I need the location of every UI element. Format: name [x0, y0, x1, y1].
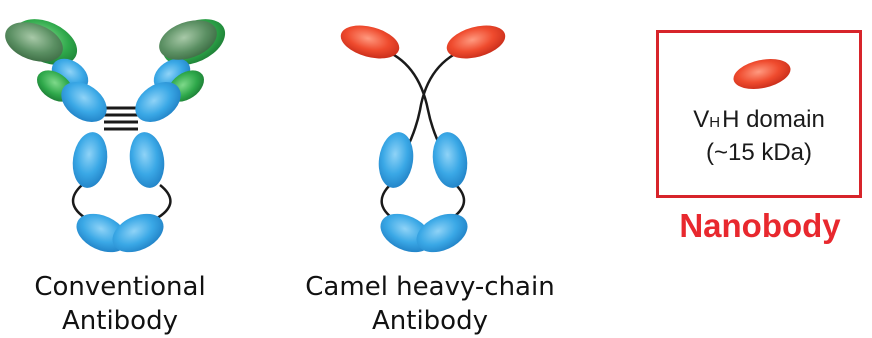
nanobody-title: Nanobody — [652, 207, 868, 245]
vhh-domain-shape — [729, 55, 795, 93]
camel-ch2-right — [429, 130, 470, 190]
conventional-caption-line1: Conventional — [0, 270, 240, 304]
camel-caption-line1: Camel heavy-chain — [300, 270, 560, 304]
camel-antibody-diagram — [300, 0, 540, 265]
conventional-caption-line2: Antibody — [0, 304, 240, 338]
fc-ch2-right — [126, 130, 167, 190]
camel-caption-line2: Antibody — [300, 304, 560, 338]
vhh-domain-label: VH H domain (~15 kDa) — [659, 105, 859, 168]
conventional-antibody-caption: Conventional Antibody — [0, 270, 240, 338]
camel-vhh-right — [443, 20, 509, 65]
conventional-antibody-diagram — [0, 0, 240, 265]
fc-ch3-right — [106, 206, 169, 260]
camel-vhh-left — [337, 20, 403, 65]
camel-antibody-caption: Camel heavy-chain Antibody — [300, 270, 560, 338]
hinge-bonds — [104, 108, 138, 129]
nanobody-box: VH H domain (~15 kDa) — [656, 30, 862, 198]
fc-ch2-left — [69, 130, 110, 190]
camel-ch3-right — [410, 206, 473, 260]
vhh-size-label: (~15 kDa) — [659, 138, 859, 168]
vhh-domain-name: VH H domain — [659, 105, 859, 138]
